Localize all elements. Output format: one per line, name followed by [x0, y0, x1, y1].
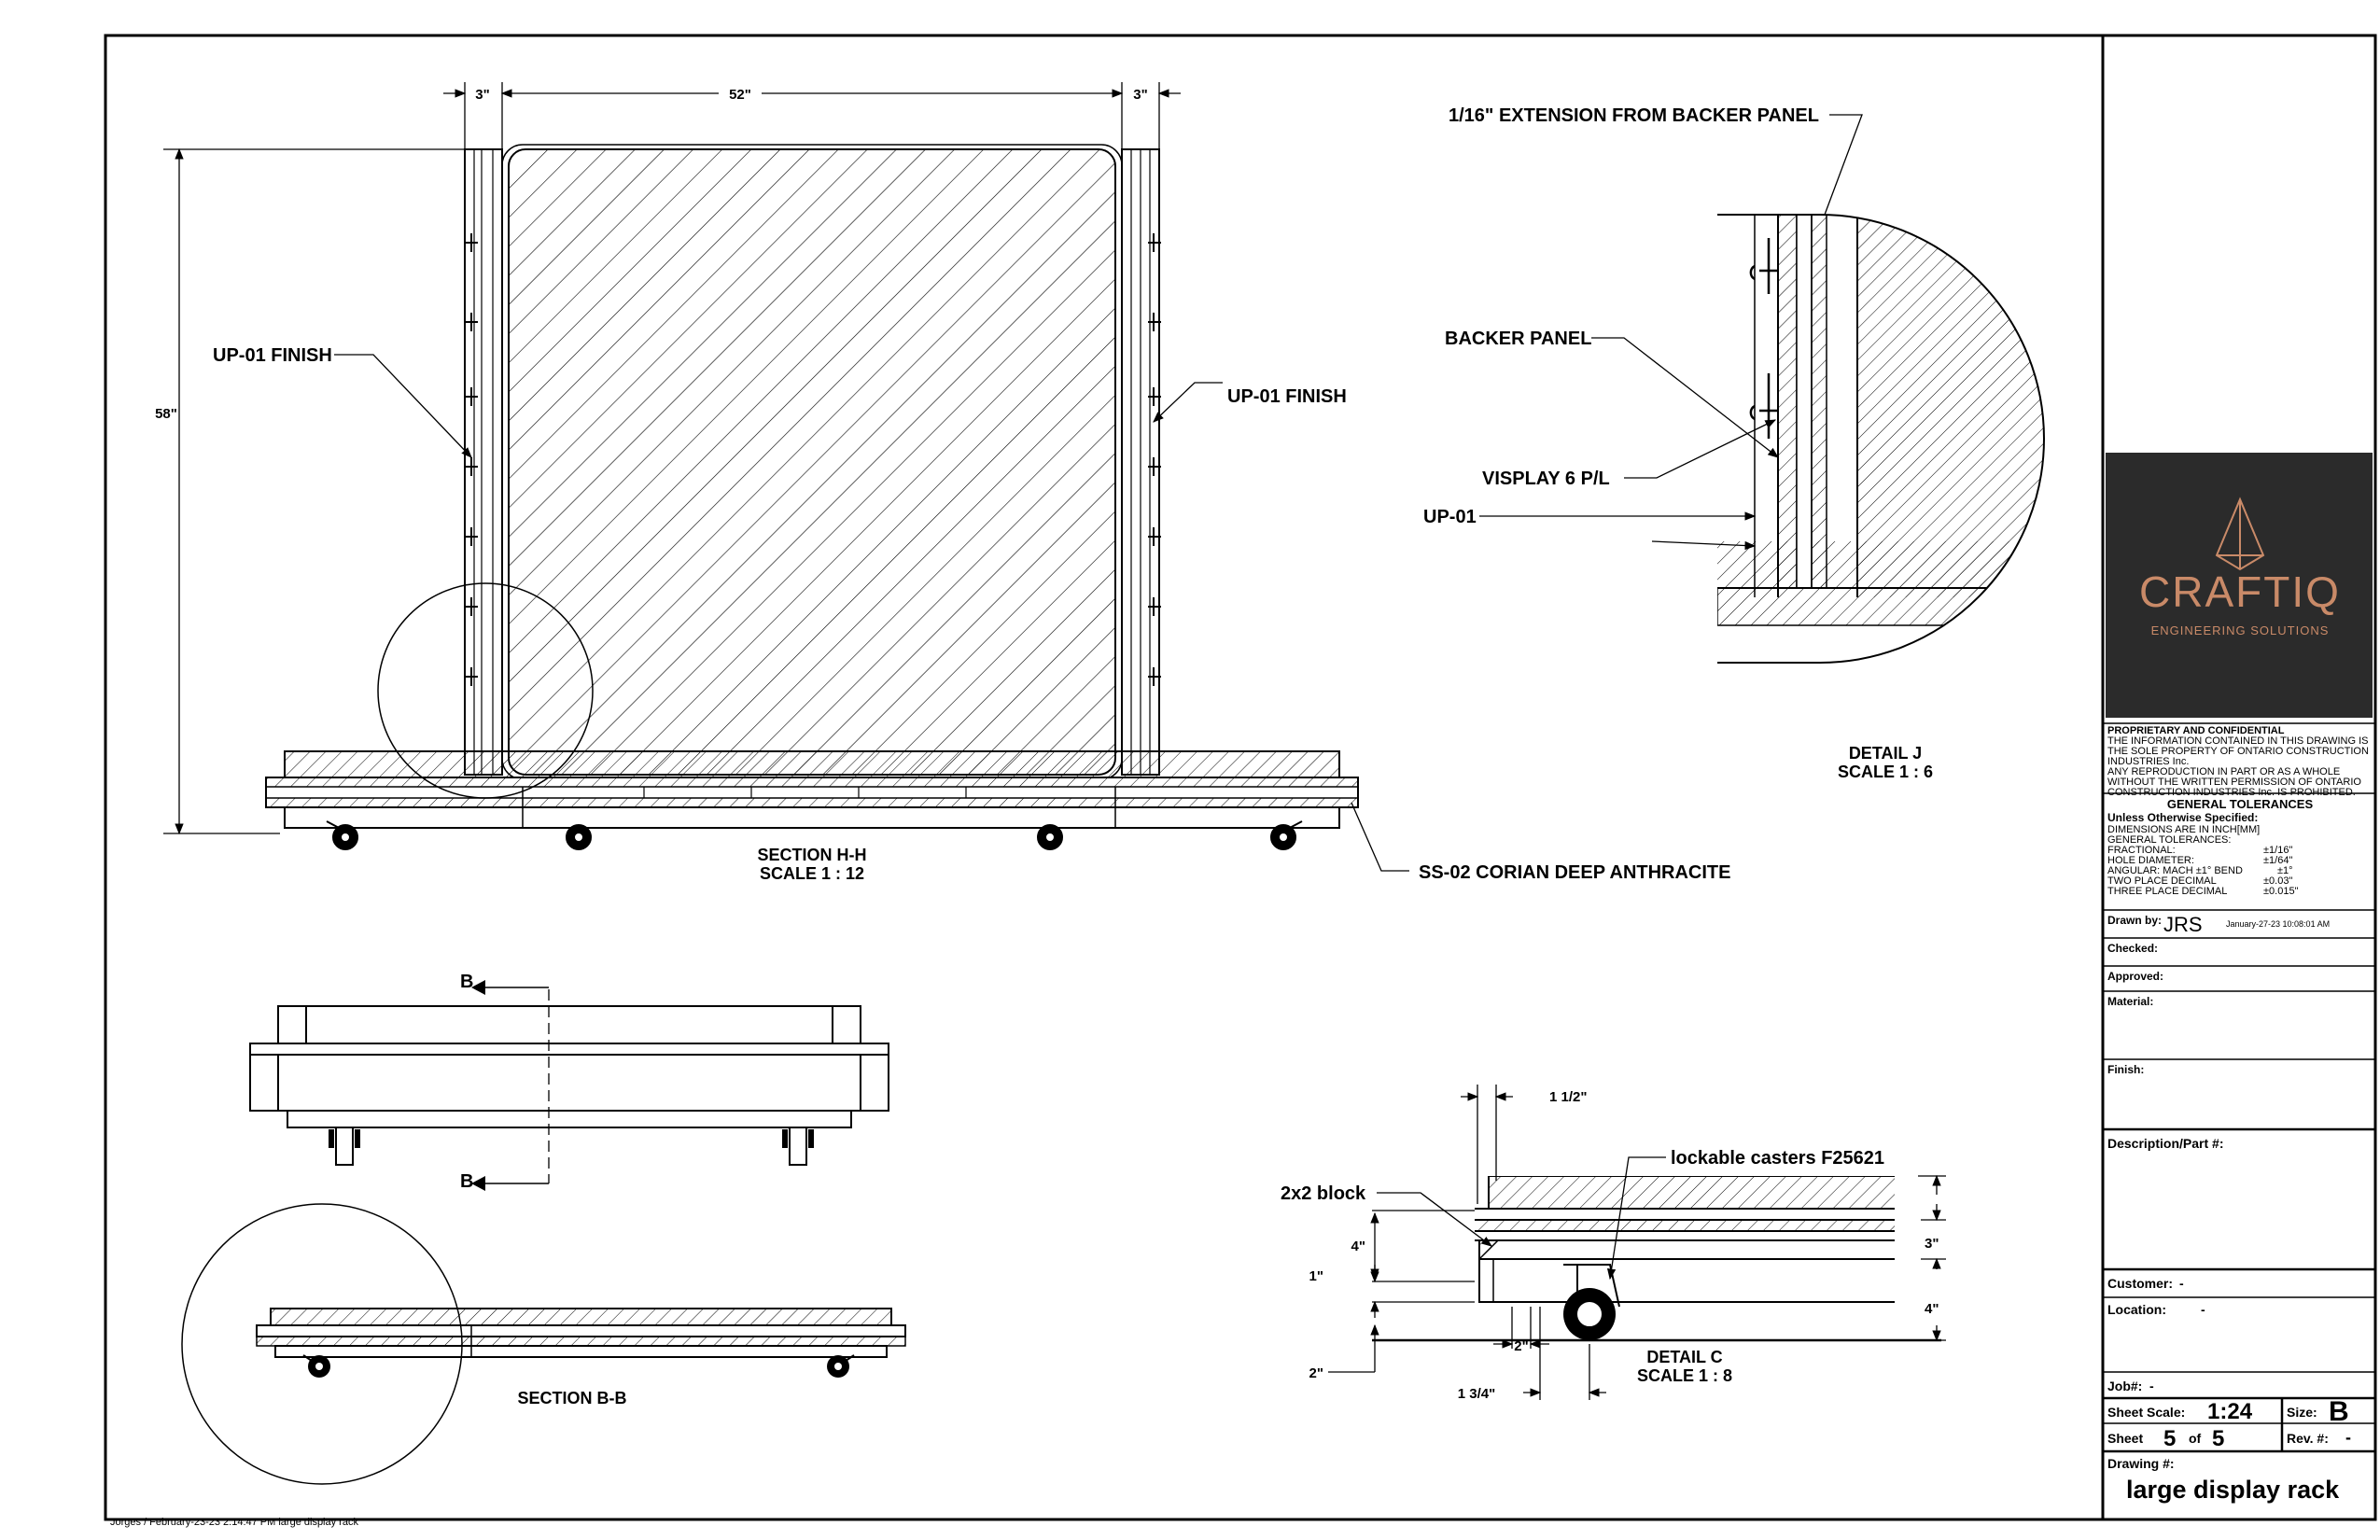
sheet-scale-label: Sheet Scale: — [2107, 1405, 2185, 1420]
sheet-total: 5 — [2212, 1426, 2224, 1451]
tolerance-value-3: ±1° — [2277, 865, 2293, 876]
label-ext-backer: 1/16" EXTENSION FROM BACKER PANEL — [1449, 105, 1819, 126]
dim-58: 58" — [155, 406, 177, 422]
logo-panel — [2106, 453, 2373, 718]
job-label: Job#: — [2107, 1379, 2142, 1393]
detail-j-scale: SCALE 1 : 6 — [1838, 763, 1933, 781]
label-up01-finish-left: UP-01 FINISH — [213, 345, 332, 366]
label-up01-finish-right: UP-01 FINISH — [1227, 386, 1347, 407]
label-visplay: VISPLAY 6 P/L — [1482, 469, 1610, 489]
description-label: Description/Part #: — [2107, 1136, 2223, 1151]
sheet-of-label: of — [2189, 1431, 2202, 1446]
drawn-by-label: Drawn by: — [2107, 914, 2162, 927]
proprietary-line-5: WITHOUT THE WRITTEN PERMISSION OF ONTARI… — [2107, 777, 2361, 788]
dim-1-1-2: 1 1/2" — [1549, 1089, 1587, 1105]
drawn-date: January-27-23 10:08:01 AM — [2226, 919, 2330, 929]
dim-4-left: 4" — [1351, 1239, 1365, 1254]
label-ss02: SS-02 CORIAN DEEP ANTHRACITE — [1419, 862, 1731, 883]
footer-stamp: Jorges / February-23-23 2:14:47 PM large… — [110, 1517, 358, 1528]
proprietary-line-4: ANY REPRODUCTION IN PART OR AS A WHOLE — [2107, 766, 2340, 777]
dim-3-c: 3" — [1925, 1236, 1939, 1252]
tolerance-value-2: ±1/64" — [2263, 855, 2292, 866]
material-label: Material: — [2107, 995, 2153, 1008]
proprietary-line-2: THE SOLE PROPERTY OF ONTARIO CONSTRUCTIO… — [2107, 746, 2369, 757]
approved-label: Approved: — [2107, 970, 2163, 983]
label-2x2-block: 2x2 block — [1281, 1183, 1366, 1204]
sheet-label: Sheet — [2107, 1431, 2143, 1446]
tolerance-line-4: HOLE DIAMETER: — [2107, 855, 2194, 866]
drawing-label: Drawing #: — [2107, 1456, 2175, 1471]
drawn-by: JRS — [2163, 913, 2203, 936]
detail-j-title: DETAIL J — [1849, 744, 1922, 763]
detail-j-view: 1/16" EXTENSION FROM BACKER PANEL BACKER… — [1423, 105, 2045, 781]
tolerance-line-1: DIMENSIONS ARE IN INCH[MM] — [2107, 824, 2260, 835]
rev-label: Rev. #: — [2287, 1431, 2329, 1446]
label-casters: lockable casters F25621 — [1671, 1148, 1884, 1169]
dim-3-left: 3" — [475, 87, 489, 103]
label-up01: UP-01 — [1423, 507, 1477, 527]
section-hh-scale: SCALE 1 : 12 — [760, 864, 864, 883]
customer-value: - — [2179, 1276, 2184, 1291]
label-backer-panel: BACKER PANEL — [1445, 329, 1591, 349]
section-marker-bottom: B — [460, 1171, 473, 1192]
tolerance-value-5: ±0.015" — [2263, 886, 2299, 897]
sheet-border — [104, 34, 2377, 1521]
tolerance-value-4: ±0.03" — [2263, 875, 2292, 887]
checked-label: Checked: — [2107, 942, 2158, 955]
proprietary-line-3: INDUSTRIES Inc. — [2107, 756, 2189, 767]
logo-name: CRAFTIQ — [2139, 567, 2341, 616]
section-hh-view: 3" 52" 3" 58" UP-01 FINISH UP-01 FINISH … — [155, 82, 1731, 883]
tolerance-value-1: ±1/16" — [2263, 845, 2292, 856]
location-value: - — [2201, 1302, 2205, 1317]
elevation-view — [249, 980, 889, 1191]
tolerances-sub: Unless Otherwise Specified: — [2107, 811, 2258, 824]
detail-c-view: 1 1/2" 4" 1" 2" 3" 4" 2" 1 3/4" 2x2 bloc… — [1281, 1085, 1946, 1402]
dim-2-bottom: 2" — [1514, 1338, 1528, 1354]
section-bb-view: SECTION B-B — [181, 1203, 906, 1485]
proprietary-line-1: THE INFORMATION CONTAINED IN THIS DRAWIN… — [2107, 735, 2369, 747]
dim-2-left: 2" — [1309, 1365, 1323, 1381]
size-label: Size: — [2287, 1405, 2317, 1420]
customer-label: Customer: — [2107, 1276, 2173, 1291]
rev-value: - — [2345, 1428, 2351, 1447]
tolerance-line-5: ANGULAR: MACH ±1° BEND — [2107, 865, 2243, 876]
dim-1: 1" — [1309, 1268, 1323, 1284]
dim-4-right: 4" — [1925, 1301, 1939, 1317]
size-value: B — [2329, 1396, 2349, 1427]
detail-c-scale: SCALE 1 : 8 — [1637, 1366, 1732, 1385]
dim-1-3-4: 1 3/4" — [1458, 1386, 1495, 1402]
tolerance-line-2: GENERAL TOLERANCES: — [2107, 834, 2231, 846]
job-value: - — [2149, 1379, 2154, 1393]
section-marker-top: B — [460, 972, 473, 992]
tolerance-line-6: TWO PLACE DECIMAL — [2107, 875, 2217, 887]
sheet-number: 5 — [2163, 1426, 2176, 1451]
tolerance-line-3: FRACTIONAL: — [2107, 845, 2176, 856]
logo-tagline: ENGINEERING SOLUTIONS — [2151, 623, 2330, 637]
detail-c-title: DETAIL C — [1646, 1348, 1722, 1366]
tolerances-title: GENERAL TOLERANCES — [2167, 797, 2314, 811]
proprietary-title: PROPRIETARY AND CONFIDENTIAL — [2107, 725, 2285, 736]
location-label: Location: — [2107, 1302, 2166, 1317]
drawing-name: large display rack — [2126, 1476, 2340, 1504]
sheet-scale: 1:24 — [2207, 1399, 2253, 1424]
proprietary-line-6: CONSTRUCTION INDUSTRIES Inc. IS PROHIBIT… — [2107, 787, 2356, 798]
dim-3-right: 3" — [1133, 87, 1147, 103]
title-block: CRAFTIQ ENGINEERING SOLUTIONS PROPRIETAR… — [2103, 453, 2375, 1504]
section-hh-title: SECTION H-H — [758, 846, 867, 864]
logo-triangle-icon — [2215, 497, 2265, 571]
finish-label: Finish: — [2107, 1063, 2144, 1076]
section-bb-title: SECTION B-B — [518, 1389, 627, 1407]
tolerance-line-7: THREE PLACE DECIMAL — [2107, 886, 2227, 897]
dim-52: 52" — [729, 87, 751, 103]
